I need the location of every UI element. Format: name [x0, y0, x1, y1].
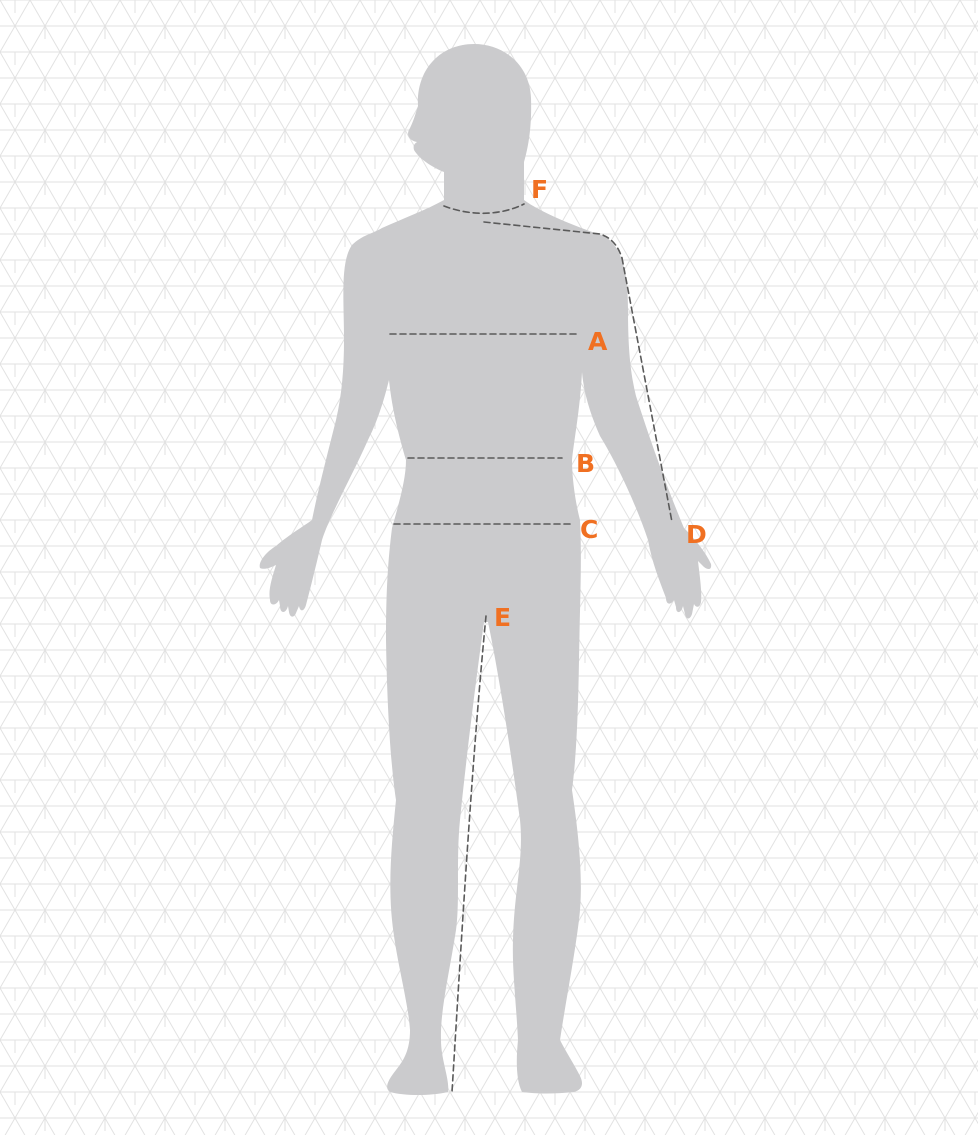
label-e: E — [494, 603, 511, 632]
label-f: F — [531, 175, 548, 204]
label-b: B — [576, 449, 595, 478]
label-d: D — [686, 520, 707, 549]
label-c: C — [580, 515, 598, 544]
label-a: A — [588, 327, 608, 356]
